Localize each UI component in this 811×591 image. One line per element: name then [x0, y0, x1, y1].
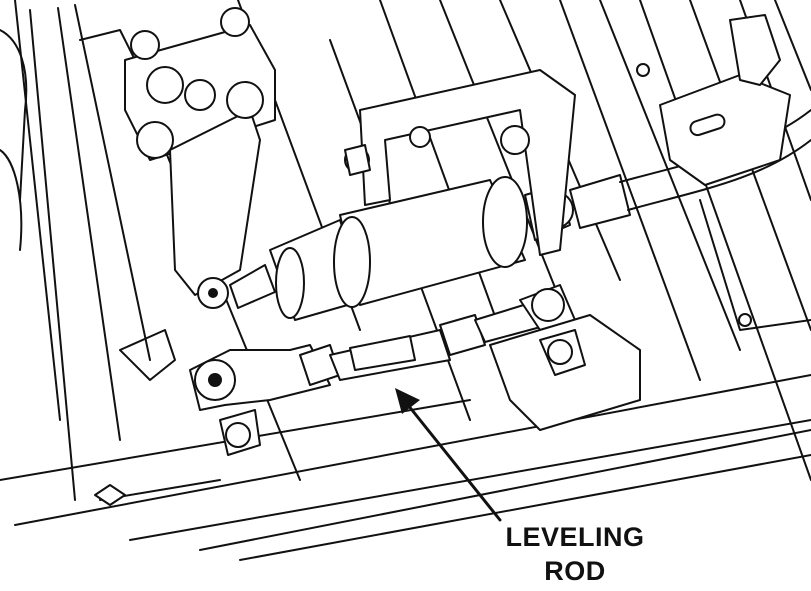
label-line-1: LEVELING — [505, 522, 645, 552]
pivot-mount — [124, 7, 276, 309]
lower-bracket — [219, 314, 641, 456]
label-line-2: ROD — [544, 556, 606, 586]
upper-bracket — [344, 69, 576, 256]
right-plate — [636, 14, 811, 331]
callout-arrow — [395, 388, 502, 522]
left-bracket — [0, 29, 176, 506]
leveling-rod-label: LEVELING ROD — [470, 520, 680, 588]
leveling-rod — [189, 284, 576, 411]
